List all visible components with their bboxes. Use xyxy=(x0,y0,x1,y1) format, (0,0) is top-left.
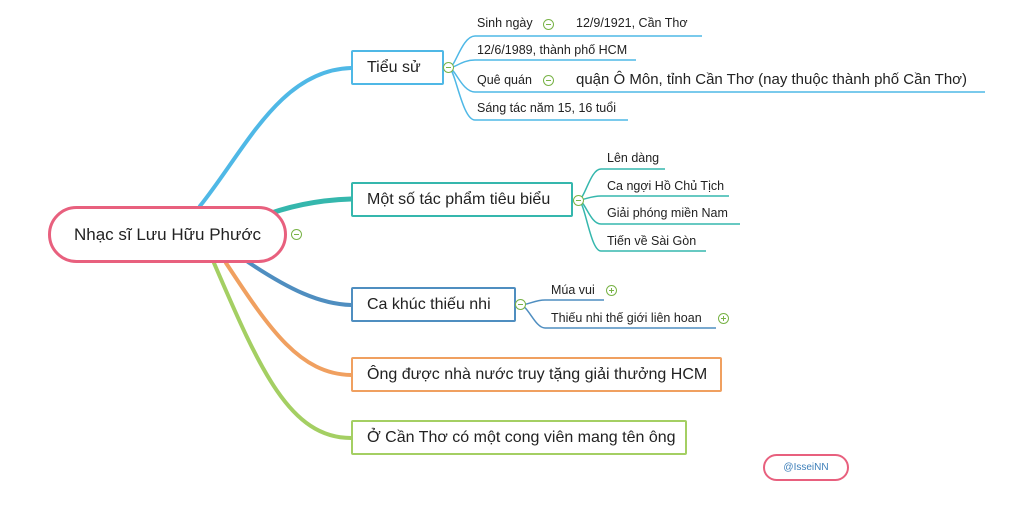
subtopic-mua-vui[interactable]: Múa vui xyxy=(551,283,595,297)
topic-tac-pham[interactable]: Một số tác phẩm tiêu biểu xyxy=(351,182,573,217)
subtopic-tien-ve[interactable]: Tiến về Sài Gòn xyxy=(607,234,697,248)
topic-giai-thuong[interactable]: Ông được nhà nước truy tặng giải thưởng … xyxy=(351,357,722,392)
collapse-tac-pham-icon[interactable] xyxy=(573,195,584,206)
subtopic-sinh-ngay[interactable]: Sinh ngày xyxy=(477,16,533,30)
expand-mua-vui-icon[interactable] xyxy=(606,285,617,296)
topic-thieu-nhi-label: Ca khúc thiếu nhi xyxy=(367,295,491,313)
subtopic-ca-ngoi[interactable]: Ca ngợi Hồ Chủ Tịch xyxy=(607,179,725,193)
collapse-tieu-su-icon[interactable] xyxy=(443,62,454,73)
subtopic-mat-ngay[interactable]: 12/6/1989, thành phố HCM xyxy=(477,43,628,57)
collapse-thieu-nhi-icon[interactable] xyxy=(515,299,526,310)
link-cong-vien xyxy=(212,261,353,440)
topic-giai-thuong-label: Ông được nhà nước truy tặng giải thưởng … xyxy=(367,365,708,383)
expand-thieu-nhi-the-gioi-icon[interactable] xyxy=(718,313,729,324)
subtopic-giai-phong[interactable]: Giải phóng miền Nam xyxy=(607,206,728,220)
topic-tieu-su[interactable]: Tiểu sử xyxy=(351,50,444,85)
subtopic-que-quan[interactable]: Quê quán xyxy=(477,73,532,87)
watermark-text: @IsseiNN xyxy=(783,462,829,473)
detail-que-quan[interactable]: quận Ô Môn, tỉnh Cần Thơ (nay thuộc thàn… xyxy=(576,71,968,88)
detail-sinh-ngay[interactable]: 12/9/1921, Cần Thơ xyxy=(576,16,688,30)
topic-tieu-su-label: Tiểu sử xyxy=(367,58,421,76)
subtopic-len-dang[interactable]: Lên dàng xyxy=(607,151,660,165)
watermark-badge: @IsseiNN xyxy=(763,454,849,481)
link-thieu-nhi xyxy=(246,260,353,307)
collapse-central-icon[interactable] xyxy=(291,229,302,240)
topic-thieu-nhi[interactable]: Ca khúc thiếu nhi xyxy=(351,287,516,322)
collapse-que-quan-icon[interactable] xyxy=(543,75,554,86)
central-topic[interactable]: Nhạc sĩ Lưu Hữu Phước xyxy=(48,206,287,263)
topic-tac-pham-label: Một số tác phẩm tiêu biểu xyxy=(367,190,551,208)
central-topic-label: Nhạc sĩ Lưu Hữu Phước xyxy=(73,224,262,244)
topic-cong-vien-label: Ở Cần Thơ có một cong viên mang tên ông xyxy=(367,428,676,446)
link-tieu-su xyxy=(198,66,353,208)
subtopic-thieu-nhi-the-gioi[interactable]: Thiếu nhi thế giới liên hoan xyxy=(551,311,702,325)
subtopic-sang-tac[interactable]: Sáng tác năm 15, 16 tuổi xyxy=(477,101,616,115)
topic-cong-vien[interactable]: Ở Cần Thơ có một cong viên mang tên ông xyxy=(351,420,687,455)
link-giai-thuong xyxy=(224,261,353,377)
collapse-sinh-ngay-icon[interactable] xyxy=(543,19,554,30)
